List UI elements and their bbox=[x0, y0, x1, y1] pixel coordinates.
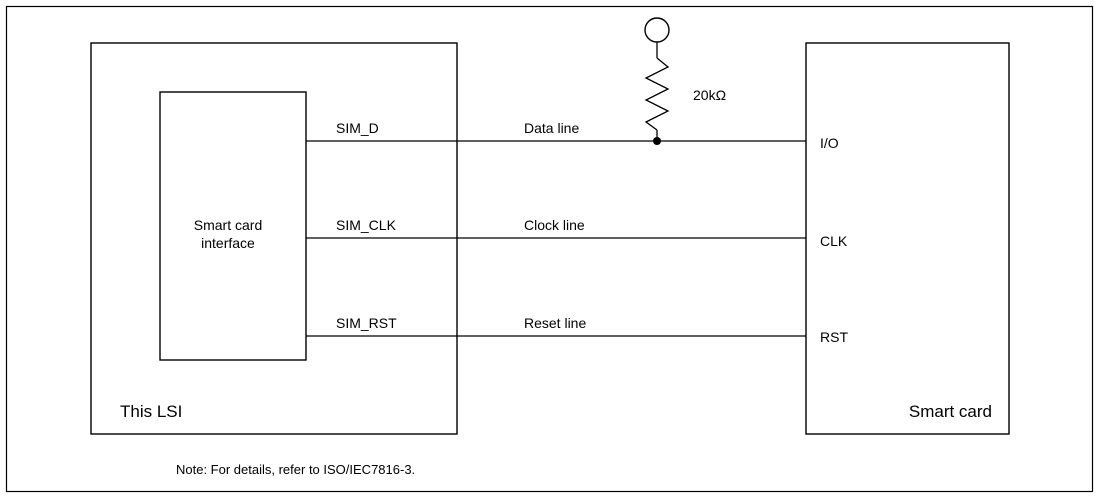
rst-pin-label: RST bbox=[820, 329, 848, 345]
interface-label-line2: interface bbox=[201, 235, 255, 251]
interface-label-line1: Smart card bbox=[194, 217, 262, 233]
footnote: Note: For details, refer to ISO/IEC7816-… bbox=[176, 462, 415, 477]
lsi-title: This LSI bbox=[120, 402, 182, 421]
data-line-label: Data line bbox=[524, 120, 579, 136]
resistor-value-label: 20kΩ bbox=[693, 87, 726, 103]
interface-block bbox=[159, 91, 307, 361]
io-pin-label: I/O bbox=[820, 135, 839, 151]
junction-dot-icon bbox=[653, 137, 661, 145]
sim-clk-label: SIM_CLK bbox=[336, 217, 397, 233]
clk-pin-label: CLK bbox=[820, 233, 848, 249]
figure-frame bbox=[5, 5, 1094, 493]
smart-card-title: Smart card bbox=[909, 402, 992, 421]
sim-d-label: SIM_D bbox=[336, 120, 379, 136]
supply-terminal-icon bbox=[644, 17, 670, 43]
reset-line-label: Reset line bbox=[524, 315, 586, 331]
clock-line-label: Clock line bbox=[524, 217, 585, 233]
sim-rst-label: SIM_RST bbox=[336, 315, 397, 331]
resistor-icon bbox=[644, 57, 670, 131]
